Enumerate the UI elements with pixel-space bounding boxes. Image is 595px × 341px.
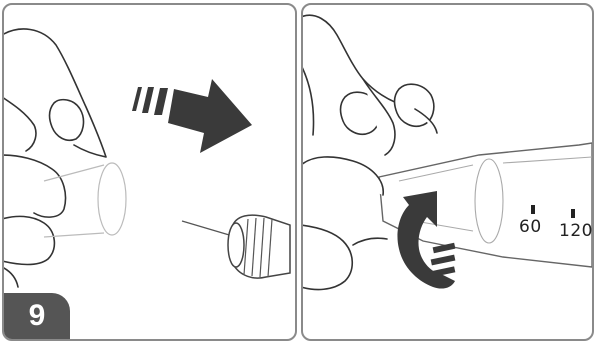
cap-rim xyxy=(98,163,126,235)
hand-finger-nail xyxy=(50,100,84,141)
right-illustration xyxy=(303,5,592,339)
scale-label-120: 120 xyxy=(559,221,593,241)
hand-lower-finger xyxy=(4,216,54,264)
needle-line xyxy=(182,221,236,237)
hand-back xyxy=(303,65,314,135)
left-panel: 9 xyxy=(2,3,297,341)
hand-palm-line xyxy=(4,97,36,151)
hand-thumb xyxy=(4,155,66,217)
scale-label-60: 60 xyxy=(519,217,542,237)
hand-wrist xyxy=(4,267,18,287)
hand-finger-top xyxy=(4,29,106,157)
scale-tick-60 xyxy=(531,205,535,214)
left-illustration xyxy=(4,5,295,339)
thumb xyxy=(303,157,383,195)
right-panel: 60 120 xyxy=(301,3,594,341)
palm-lower xyxy=(303,225,352,289)
cap-body xyxy=(44,165,104,237)
scale-tick-120 xyxy=(571,209,575,218)
palm-edge xyxy=(353,238,387,245)
step-number-badge: 9 xyxy=(4,293,70,339)
arrow-right-icon xyxy=(132,79,252,153)
